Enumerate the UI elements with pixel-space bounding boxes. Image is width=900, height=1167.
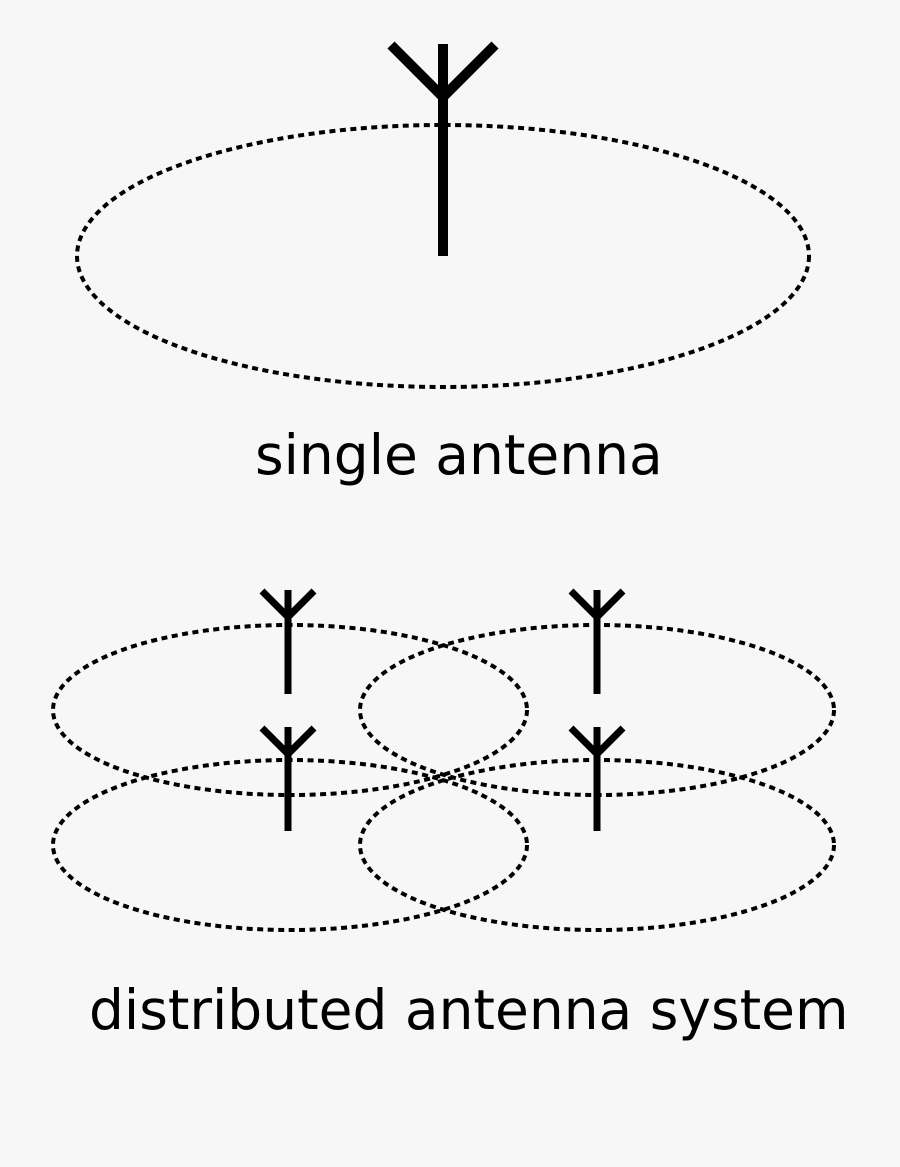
coverage-area-single [75, 123, 811, 389]
distributed-antenna-section [51, 588, 836, 932]
antenna-icon [387, 41, 499, 256]
single-antenna-section [75, 41, 811, 389]
antenna-icon [568, 725, 626, 831]
single-antenna-label: single antenna [255, 423, 663, 487]
antenna-icon [259, 588, 317, 694]
distributed-antenna-system-label: distributed antenna system [89, 978, 849, 1042]
antenna-icon [259, 725, 317, 831]
antenna-icon [568, 588, 626, 694]
